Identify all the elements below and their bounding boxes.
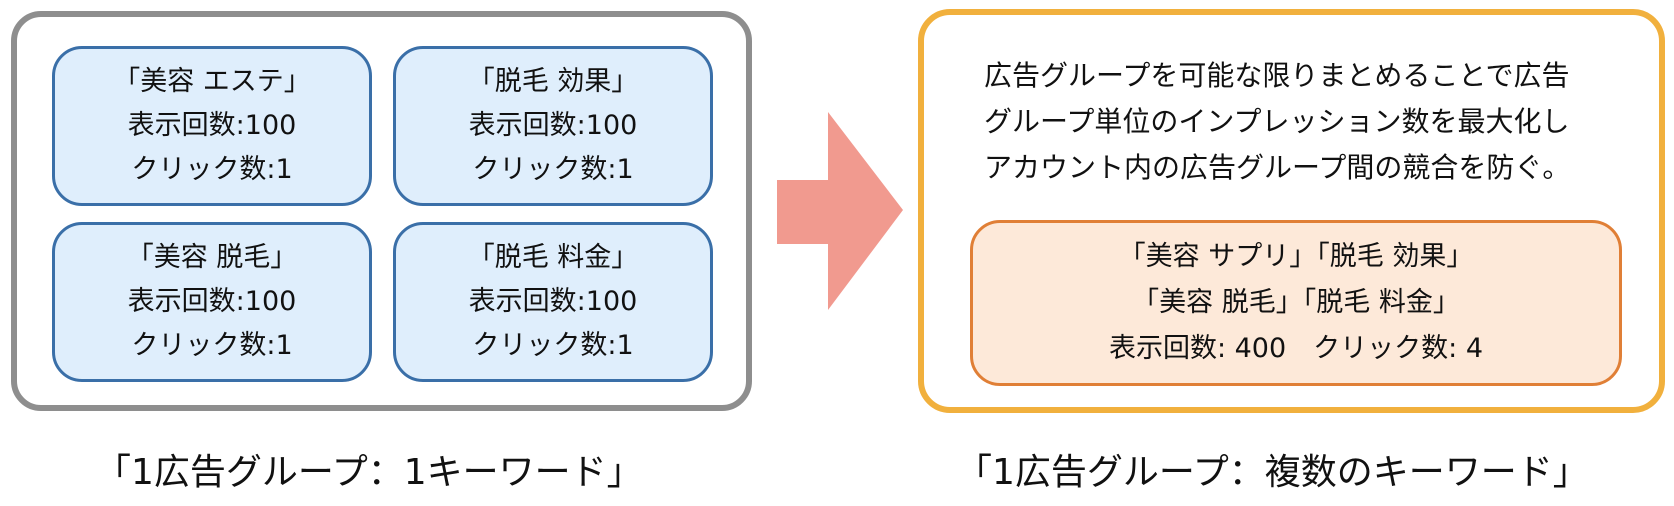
keyword-card: 「美容 エステ」 表示回数:100 クリック数:1	[52, 46, 372, 206]
single-keyword-groups-panel: 「美容 エステ」 表示回数:100 クリック数:1 「脱毛 効果」 表示回数:1…	[11, 11, 752, 411]
clicks-value: クリック数:1	[131, 154, 293, 185]
keywords-line: 「美容 サプリ」「脱毛 効果」	[1118, 241, 1474, 272]
keyword-card: 「美容 脱毛」 表示回数:100 クリック数:1	[52, 222, 372, 382]
arrow-shape	[777, 112, 903, 310]
description-line: グループ単位のインプレッション数を最大化し	[984, 105, 1570, 138]
clicks-value: クリック数:1	[472, 154, 634, 185]
right-caption: 「1広告グループ：複数のキーワード」	[956, 452, 1589, 493]
right-arrow-icon	[777, 112, 903, 310]
keywords-line: 「美容 脱毛」「脱毛 料金」	[1132, 287, 1460, 318]
merged-stats: 表示回数: 400 クリック数: 4	[1108, 333, 1484, 364]
keyword-card: 「脱毛 効果」 表示回数:100 クリック数:1	[393, 46, 713, 206]
merged-keyword-card: 「美容 サプリ」「脱毛 効果」 「美容 脱毛」「脱毛 料金」 表示回数: 400…	[970, 220, 1622, 386]
impressions-value: 表示回数:100	[127, 286, 297, 317]
impressions-value: 表示回数:100	[468, 286, 638, 317]
clicks-value: クリック数:1	[472, 330, 634, 361]
keyword-card: 「脱毛 料金」 表示回数:100 クリック数:1	[393, 222, 713, 382]
clicks-value: クリック数:1	[131, 330, 293, 361]
impressions-value: 表示回数:100	[127, 110, 297, 141]
description-line: アカウント内の広告グループ間の競合を防ぐ。	[984, 151, 1571, 184]
keyword-label: 「脱毛 効果」	[467, 66, 639, 97]
description-text: 広告グループを可能な限りまとめることで広告 グループ単位のインプレッション数を最…	[984, 53, 1614, 191]
keyword-label: 「美容 脱毛」	[126, 242, 298, 273]
impressions-value: 表示回数:100	[468, 110, 638, 141]
keyword-label: 「美容 エステ」	[113, 66, 311, 97]
merged-keyword-group-panel: 広告グループを可能な限りまとめることで広告 グループ単位のインプレッション数を最…	[918, 9, 1665, 413]
description-line: 広告グループを可能な限りまとめることで広告	[984, 59, 1570, 92]
left-caption: 「1広告グループ：1キーワード」	[95, 452, 643, 493]
keyword-label: 「脱毛 料金」	[467, 242, 639, 273]
